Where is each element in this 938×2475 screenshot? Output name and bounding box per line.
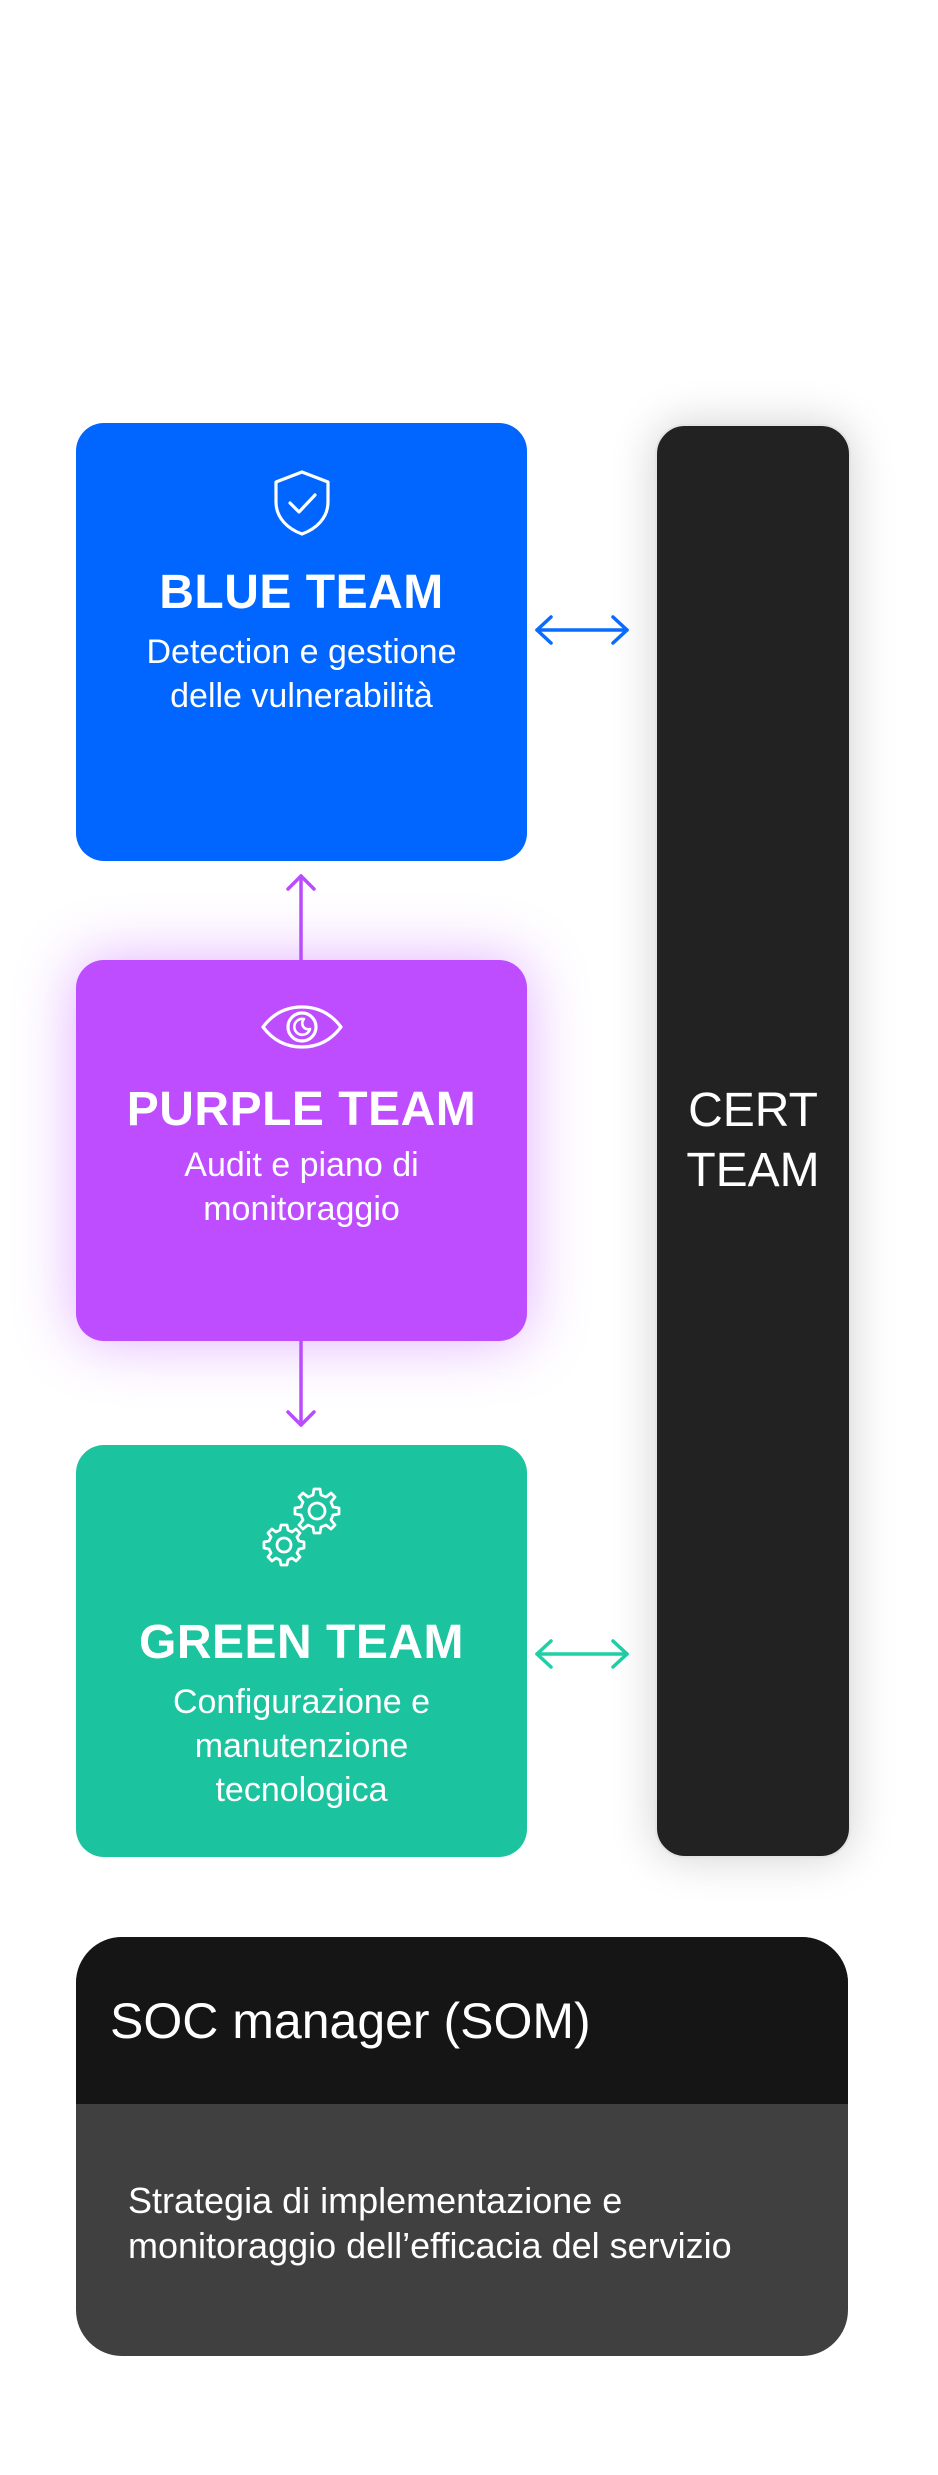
green-team-title: GREEN TEAM [138, 1616, 464, 1669]
soc-manager-title: SOC manager (SOM) [110, 1992, 591, 2049]
blue-team-desc-line: delle vulnerabilità [170, 676, 433, 715]
purple-team-card: PURPLE TEAM Audit e piano di monitoraggi… [76, 960, 527, 1341]
blue-cert-double-arrow-icon [534, 615, 630, 645]
soc-manager-desc-line: Strategia di implementazione e [128, 2180, 623, 2221]
purple-to-blue-arrow-icon [286, 874, 316, 960]
soc-manager-desc-line: monitoraggio dell’efficacia del servizio [128, 2225, 732, 2266]
blue-team-description: Detection e gestione delle vulnerabilità [147, 630, 457, 718]
blue-team-title: BLUE TEAM [159, 566, 444, 619]
cert-team-label-line: TEAM [686, 1144, 820, 1197]
green-team-desc-line: tecnologica [215, 1771, 388, 1810]
soc-manager-description: Strategia di implementazione e monitorag… [76, 2104, 848, 2268]
soc-manager-card: SOC manager (SOM) Strategia di implement… [76, 1937, 848, 2356]
eye-icon [260, 1005, 343, 1049]
purple-team-desc-line: Audit e piano di [184, 1145, 419, 1184]
green-team-card: GREEN TEAM Configurazione e manutenzione… [76, 1445, 527, 1857]
blue-team-card: BLUE TEAM Detection e gestione delle vul… [76, 423, 527, 861]
cert-team-label: CERT TEAM [686, 1081, 819, 1201]
blue-team-desc-line: Detection e gestione [146, 632, 457, 671]
purple-to-green-arrow-icon [286, 1341, 316, 1427]
purple-team-title: PURPLE TEAM [126, 1083, 477, 1136]
shield-check-icon [273, 470, 330, 536]
cert-team-label-line: CERT [688, 1084, 818, 1137]
green-team-desc-line: Configurazione e [172, 1682, 431, 1721]
gears-icon [262, 1487, 340, 1567]
purple-team-description: Audit e piano di monitoraggio [184, 1143, 418, 1231]
cert-team-column: CERT TEAM [655, 424, 851, 1858]
green-cert-double-arrow-icon [534, 1639, 630, 1669]
purple-team-desc-line: monitoraggio [203, 1189, 400, 1228]
soc-manager-header: SOC manager (SOM) [76, 1937, 848, 2104]
green-team-desc-line: manutenzione [194, 1726, 409, 1765]
green-team-description: Configurazione e manutenzione tecnologic… [173, 1680, 430, 1813]
